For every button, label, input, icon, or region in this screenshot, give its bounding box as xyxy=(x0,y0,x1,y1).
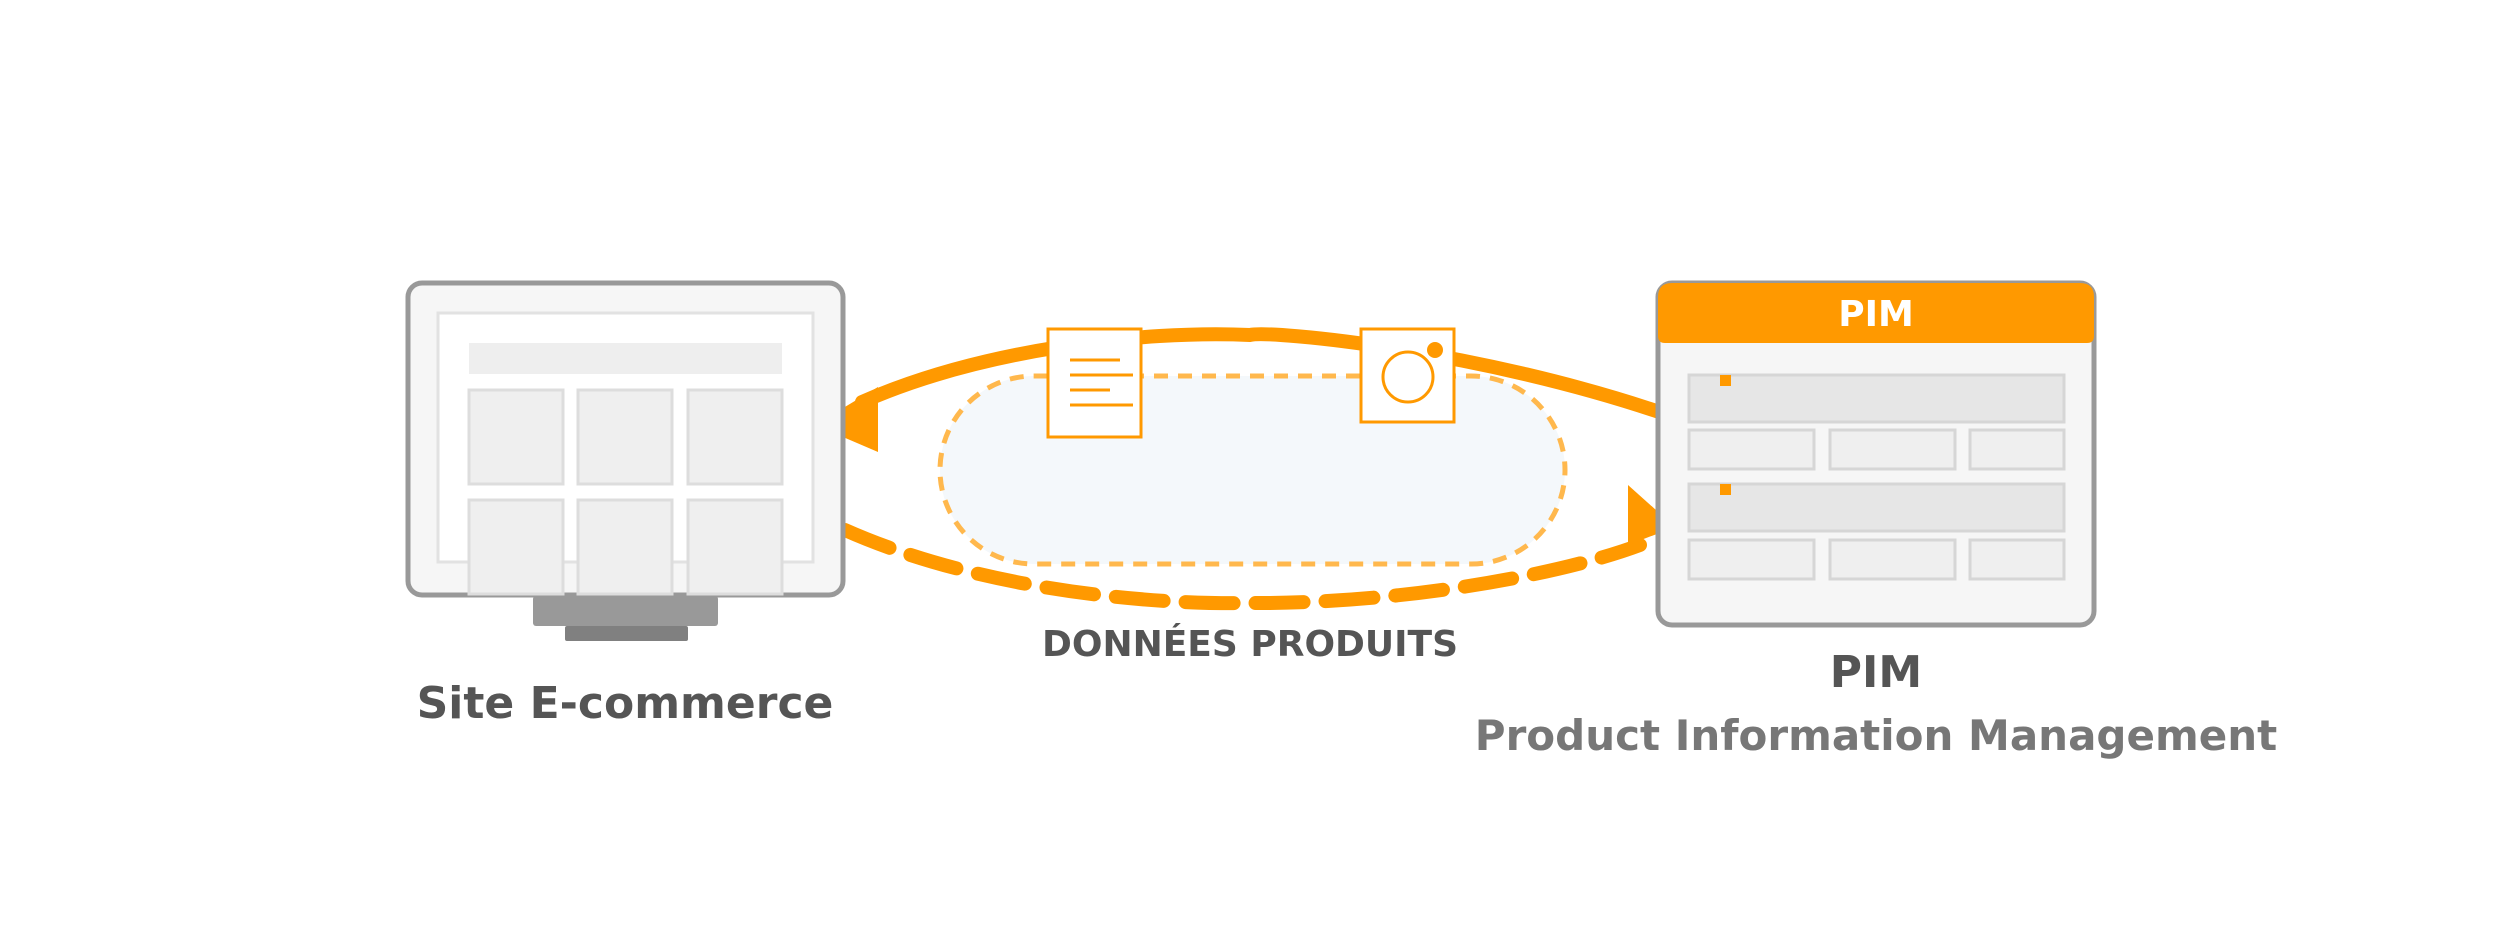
image-icon xyxy=(1359,327,1456,424)
pim-window-title: PIM xyxy=(1838,294,1914,335)
pim-to-ecommerce-arrow xyxy=(815,327,1675,452)
pim-window-icon xyxy=(1655,280,2097,628)
document-icon xyxy=(1046,327,1143,439)
flow-label: DONNÉES PRODUITS xyxy=(1042,623,1458,665)
ecommerce-label: Site E-commerce xyxy=(417,678,834,729)
pim-subtitle: Product Information Management xyxy=(1475,711,2277,760)
monitor-icon xyxy=(405,280,846,641)
pim-label: PIM xyxy=(1830,647,1922,698)
product-data-cloud xyxy=(937,373,1568,567)
